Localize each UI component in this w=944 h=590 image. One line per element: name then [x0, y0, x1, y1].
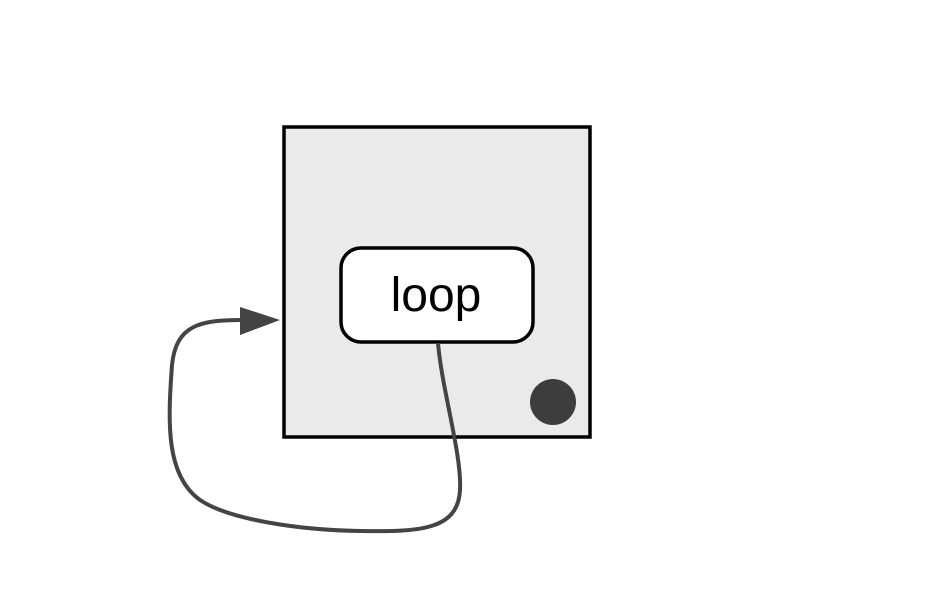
transition-edge[interactable]: [167, 318, 463, 534]
loop-node-box: [339, 246, 535, 344]
arrowhead-icon: [240, 307, 280, 335]
loop-node[interactable]: loop: [339, 246, 535, 344]
final-state-dot: [530, 379, 576, 425]
loop-node-label: loop: [391, 269, 482, 322]
